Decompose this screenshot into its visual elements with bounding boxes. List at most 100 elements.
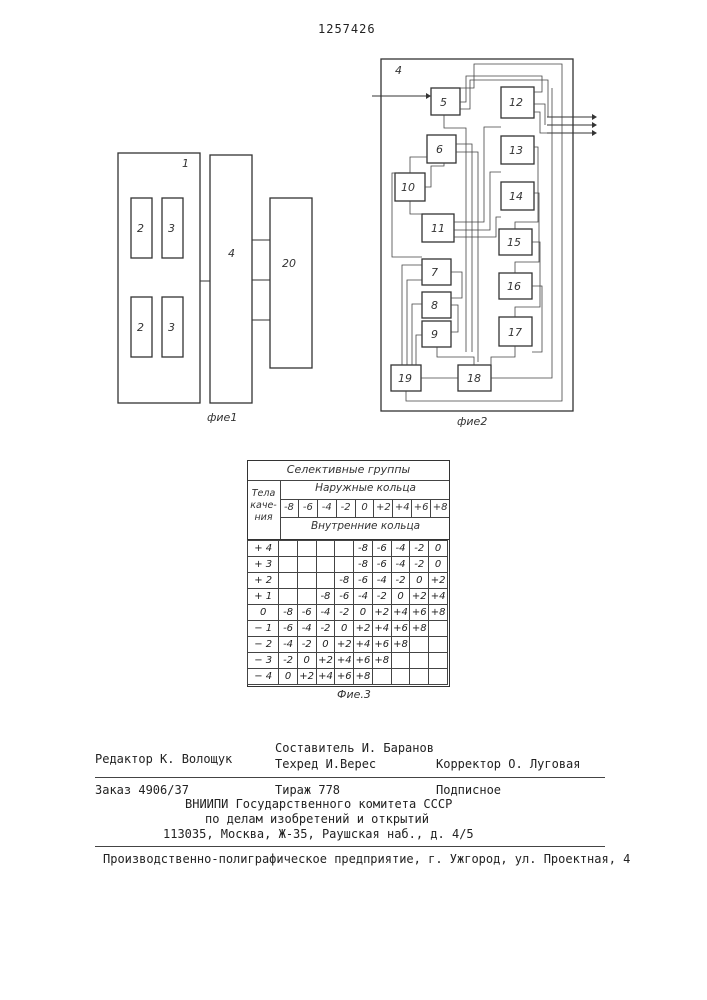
table-cell: [391, 653, 410, 669]
table-cell: 0: [391, 589, 410, 605]
fig1-label-1: 1: [182, 157, 189, 170]
table-cell: -4: [316, 605, 335, 621]
fig2-label-14: 14: [509, 190, 523, 203]
table-cell: +2: [335, 637, 354, 653]
outer-value-cell: -4: [317, 499, 336, 517]
table-cell: -8: [316, 589, 335, 605]
row-label-cell: + 1: [248, 589, 279, 605]
table-cell: +4: [429, 589, 448, 605]
body-label-line-2: каче-: [248, 500, 279, 512]
footer-rule-1: [95, 777, 605, 778]
table-cell: +8: [429, 605, 448, 621]
row-label-cell: − 4: [248, 669, 279, 685]
fig2-label-17: 17: [508, 326, 522, 339]
table-cell: 0: [429, 541, 448, 557]
table-cell: -6: [297, 605, 316, 621]
table-row: + 1-8-6-4-20+2+4: [248, 589, 448, 605]
table-cell: [429, 621, 448, 637]
body-label-line-1: Тела: [248, 488, 279, 500]
row-label-cell: + 4: [248, 541, 279, 557]
table-cell: [410, 653, 429, 669]
table-cell: -8: [279, 605, 297, 621]
fig2-label-8: 8: [431, 299, 438, 312]
selective-groups-grid: + 4-8-6-4-20+ 3-8-6-4-20+ 2-8-6-4-20+2+ …: [247, 540, 448, 685]
table-cell: -8: [354, 541, 373, 557]
table-cell: -2: [410, 557, 429, 573]
outer-rings-label: Наружные кольца: [282, 482, 449, 494]
fig1-block-4: [210, 155, 252, 403]
inner-rings-label: Внутренние кольца: [282, 520, 449, 532]
fig1-label-3b: 3: [168, 321, 175, 334]
table-cell: +6: [354, 653, 373, 669]
table-cell: -6: [279, 621, 297, 637]
table-row: + 2-8-6-4-20+2: [248, 573, 448, 589]
fig2-label-4: 4: [395, 64, 402, 77]
table-cell: +8: [391, 637, 410, 653]
figure-1-diagram: 1 2 3 2 3 4 20 фие1: [110, 145, 345, 430]
table-cell: -6: [372, 541, 391, 557]
fig1-label-3a: 3: [168, 222, 175, 235]
fig2-label-11: 11: [431, 222, 445, 235]
table-cell: [410, 637, 429, 653]
outer-value-cell: +4: [392, 499, 411, 517]
table-cell: 0: [316, 637, 335, 653]
table-row: − 3-20+2+4+6+8: [248, 653, 448, 669]
table-cell: [335, 541, 354, 557]
fig1-label-4: 4: [228, 247, 235, 260]
fig3-caption: Фие.3: [337, 688, 371, 701]
table-cell: -2: [279, 653, 297, 669]
footer-org-line-2: по делам изобретений и открытий: [205, 812, 429, 826]
table-cell: 0: [354, 605, 373, 621]
table-cell: -6: [335, 589, 354, 605]
table-cell: +2: [429, 573, 448, 589]
outer-values-row: -8-6-4-20+2+4+6+8: [280, 499, 449, 517]
outer-value-cell: 0: [355, 499, 374, 517]
table-cell: 0: [429, 557, 448, 573]
table-cell: +6: [372, 637, 391, 653]
table-cell: +8: [354, 669, 373, 685]
table-cell: +4: [316, 669, 335, 685]
outer-value-cell: +8: [430, 499, 449, 517]
table-cell: +4: [372, 621, 391, 637]
table-cell: -6: [372, 557, 391, 573]
outer-value-cell: -8: [280, 499, 298, 517]
table-cell: +4: [391, 605, 410, 621]
table-cell: -6: [354, 573, 373, 589]
footer-compiler: Составитель И. Баранов: [275, 741, 434, 755]
fig2-label-9: 9: [431, 328, 438, 341]
table-cell: +2: [372, 605, 391, 621]
table-cell: +6: [391, 621, 410, 637]
table-cell: [316, 573, 335, 589]
patent-number: 1257426: [318, 22, 376, 36]
table-cell: +8: [372, 653, 391, 669]
fig1-caption: фие1: [207, 411, 237, 424]
table-cell: [316, 541, 335, 557]
table-cell: +4: [354, 637, 373, 653]
fig2-label-7: 7: [431, 266, 438, 279]
figure-3-selective-groups-table: Селективные группы Тела каче- ния Наружн…: [247, 460, 450, 687]
table-cell: -2: [316, 621, 335, 637]
footer-printer: Производственно-полиграфическое предприя…: [103, 852, 630, 866]
table-cell: -4: [391, 557, 410, 573]
table-cell: +2: [316, 653, 335, 669]
table-row: − 2-4-20+2+4+6+8: [248, 637, 448, 653]
fig2-label-18: 18: [467, 372, 481, 385]
table-cell: 0: [297, 653, 316, 669]
table-cell: [297, 541, 316, 557]
fig2-label-5: 5: [440, 96, 447, 109]
table-cell: [391, 669, 410, 685]
table-cell: +2: [354, 621, 373, 637]
fig1-block-20: [270, 198, 312, 368]
table-cell: [429, 653, 448, 669]
footer-rule-2: [95, 846, 605, 847]
table-cell: [410, 669, 429, 685]
table-row: − 40+2+4+6+8: [248, 669, 448, 685]
footer-subscription: Подписное: [436, 783, 501, 797]
footer-techred: Техред И.Верес: [275, 757, 376, 771]
table-cell: -2: [297, 637, 316, 653]
footer-org-line-1: ВНИИПИ Государственного комитета СССР: [185, 797, 452, 811]
fig1-label-20: 20: [282, 257, 296, 270]
footer-corrector: Корректор О. Луговая: [436, 757, 581, 771]
table-cell: 0: [335, 621, 354, 637]
fig2-label-12: 12: [509, 96, 523, 109]
